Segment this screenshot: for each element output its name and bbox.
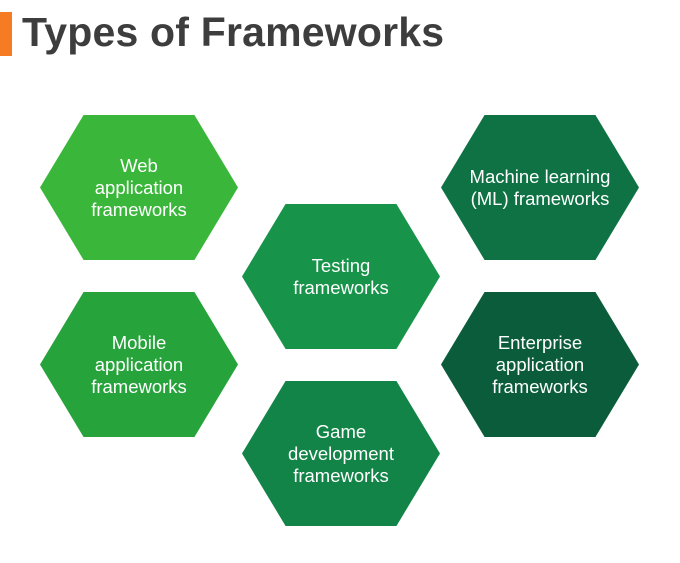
hexagon-label-game: Game development frameworks <box>288 420 394 486</box>
hexagon-label-testing: Testing frameworks <box>293 254 389 298</box>
hexagon-mobile <box>40 292 238 437</box>
hexagon-label-enterprise: Enterprise application frameworks <box>492 331 588 397</box>
hexagon-game <box>242 381 440 526</box>
hexagon-label-mobile: Mobile application frameworks <box>91 331 187 397</box>
title-accent-bar <box>0 12 12 56</box>
hexagon-web <box>40 115 238 260</box>
page-title: Types of Frameworks <box>22 9 445 55</box>
hexagon-label-web: Web application frameworks <box>91 154 187 220</box>
hexagon-ml <box>441 115 639 260</box>
hexagon-label-ml: Machine learning (ML) frameworks <box>469 165 611 209</box>
hexagon-enterprise <box>441 292 639 437</box>
hexagon-testing <box>242 204 440 349</box>
